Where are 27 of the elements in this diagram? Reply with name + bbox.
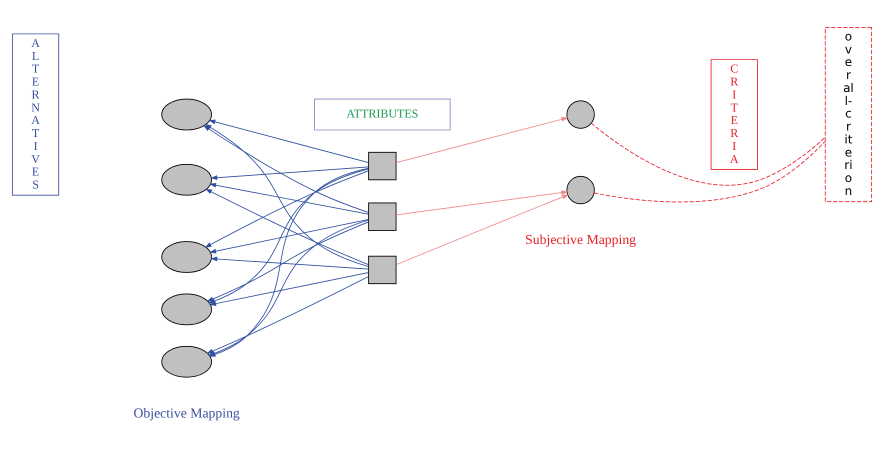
node-box: ATTRIBUTES [314,98,451,130]
arrow [210,166,369,180]
arrow [204,124,369,267]
arrow [210,256,369,270]
arrow [208,120,369,163]
node-ellipse [161,346,212,378]
arrow [396,190,568,216]
node-box: A L T E R N A T I V E S [12,33,60,196]
label: Subjective Mapping [525,232,636,247]
connector [590,122,826,186]
node-box [368,256,396,284]
node-circle [566,100,595,129]
node-circle [566,176,595,204]
arrow [209,182,369,215]
arrow [206,222,369,302]
arrow [205,188,369,266]
node-box: C R I T E R I A [710,59,758,170]
node-box: o v e r al l- c r it e ri o n [824,27,872,202]
label: Objective Mapping [133,405,240,420]
arrow [396,116,568,164]
node-ellipse [161,294,212,326]
arrow [396,194,569,266]
node-box [368,202,396,231]
arrow [209,218,369,254]
node-box [368,152,396,180]
connector [594,140,826,202]
arrow [204,170,369,248]
